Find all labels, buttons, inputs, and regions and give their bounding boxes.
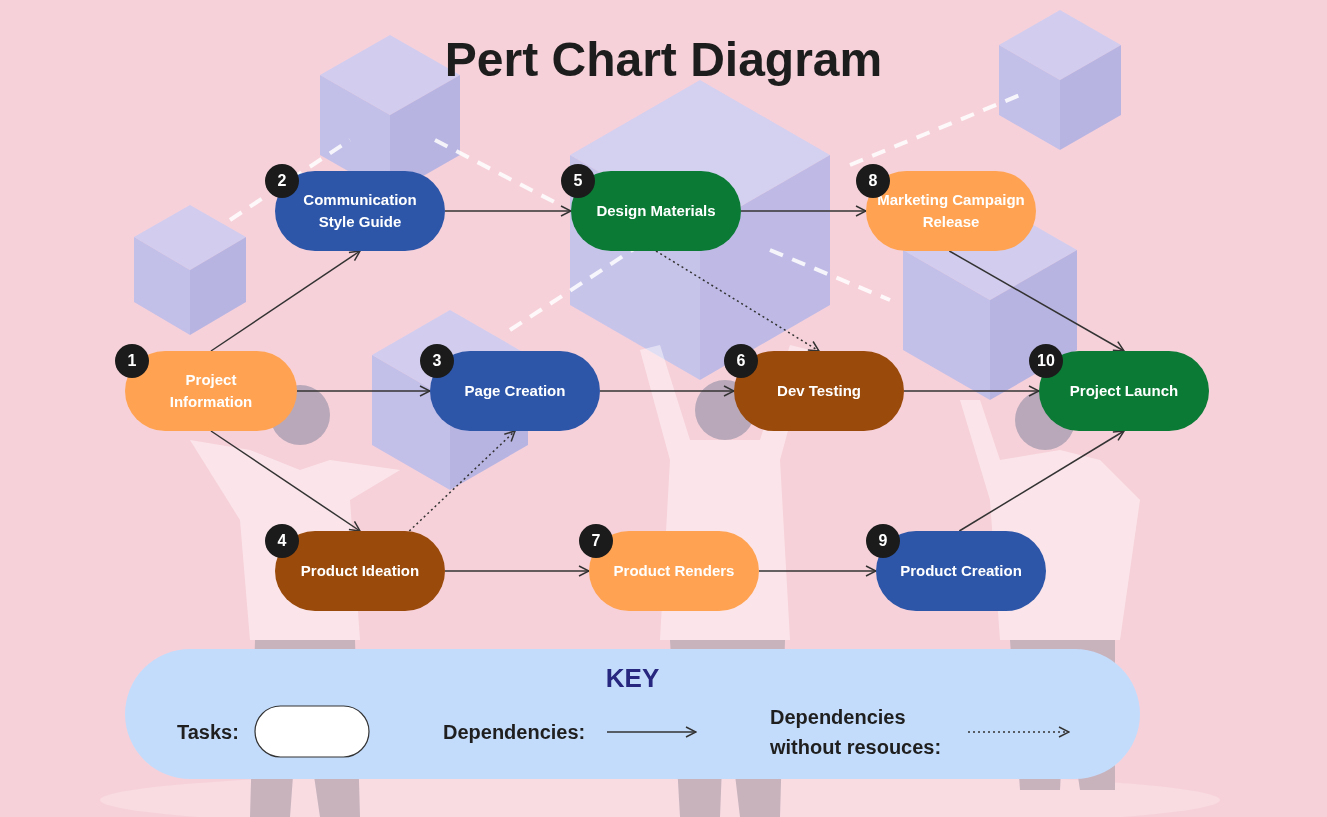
dependency-arrow <box>445 210 571 212</box>
callout-number: 1 <box>115 344 149 378</box>
callout-number: 2 <box>265 164 299 198</box>
task-box: 5Design Materials <box>571 171 741 251</box>
dependency-arrow <box>211 251 360 351</box>
task-box: 4Product Ideation <box>275 531 445 611</box>
dotted-dependency-sample <box>968 731 1069 733</box>
callout-number: 7 <box>579 524 613 558</box>
task-label: Dev Testing <box>777 380 861 402</box>
dependency-arrow <box>741 210 866 212</box>
task-sample <box>255 706 369 757</box>
task-label: Design Materials <box>596 200 715 222</box>
callout-number: 9 <box>866 524 900 558</box>
task-label: Project Information <box>151 369 271 413</box>
callout-number: 5 <box>561 164 595 198</box>
legend-panel: KEY Tasks: Dependencies: Dependencies witho… <box>125 649 1140 779</box>
callout-number: 3 <box>420 344 454 378</box>
dashed-line <box>435 140 560 205</box>
task-box: 3Page Creation <box>430 351 600 431</box>
dependency-arrow <box>211 431 360 531</box>
task-box: 9Product Creation <box>876 531 1046 611</box>
chart-title: Pert Chart Diagram <box>0 32 1327 87</box>
dependency-arrow <box>297 390 430 392</box>
task-label: Project Launch <box>1070 380 1178 402</box>
task-label: Product Ideation <box>301 560 419 582</box>
dashed-line <box>850 95 1020 165</box>
cube-face <box>903 250 990 400</box>
key-title: KEY <box>125 663 1140 694</box>
callout-number: 8 <box>856 164 890 198</box>
dependency-arrow <box>759 570 876 572</box>
dependency-arrow <box>600 390 734 392</box>
cube-face <box>999 45 1060 150</box>
dashed-line <box>770 250 890 300</box>
dotted-dependency-arrow <box>409 431 515 531</box>
dependency-arrow <box>904 390 1039 392</box>
task-box: 10Project Launch <box>1039 351 1209 431</box>
callout-number: 10 <box>1029 344 1063 378</box>
dependency-arrow <box>445 570 589 572</box>
cube-face <box>134 237 190 335</box>
cube-face <box>190 237 246 335</box>
task-label: Communication Style Guide <box>285 189 435 233</box>
task-label: Page Creation <box>465 380 566 402</box>
task-label: Marketing Campaign Release <box>876 189 1026 233</box>
legend-text: Dependencies: <box>443 717 603 747</box>
dependency-arrow <box>959 431 1124 531</box>
dependency-arrow <box>949 251 1124 351</box>
task-box: 1Project Information <box>125 351 297 431</box>
task-box: 7Product Renders <box>589 531 759 611</box>
task-box: 6Dev Testing <box>734 351 904 431</box>
dashed-line <box>510 245 640 330</box>
callout-number: 4 <box>265 524 299 558</box>
task-box: 8Marketing Campaign Release <box>866 171 1036 251</box>
legend-text: Dependencies without resouces: <box>770 702 970 762</box>
cube-face <box>1060 45 1121 150</box>
callout-number: 6 <box>724 344 758 378</box>
legend-text: Tasks: <box>177 717 297 747</box>
dependency-sample <box>607 731 696 733</box>
task-label: Product Creation <box>900 560 1022 582</box>
task-box: 2Communication Style Guide <box>275 171 445 251</box>
dotted-dependency-arrow <box>656 251 819 351</box>
task-label: Product Renders <box>614 560 735 582</box>
people-illustration <box>100 345 1220 817</box>
